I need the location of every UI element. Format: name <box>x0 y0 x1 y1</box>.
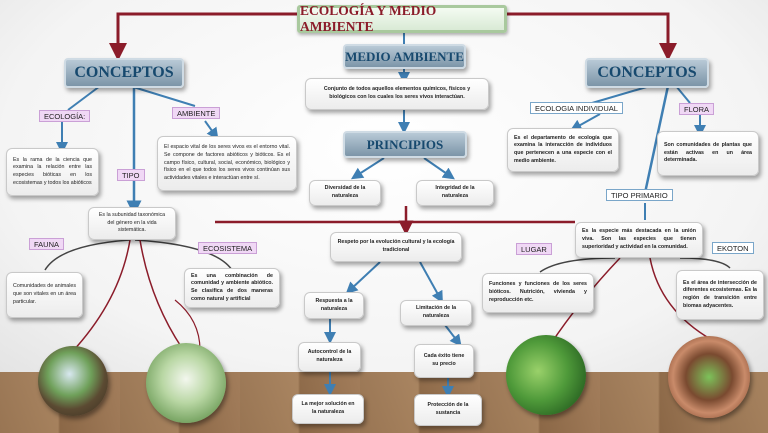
ecologia-definition: Es la rama de la ciencia que examina la … <box>6 148 99 196</box>
ambiente-tag: AMBIENTE <box>172 107 221 119</box>
forest-image <box>506 335 586 415</box>
principle-exito: Cada éxito tiene su precio <box>414 344 474 378</box>
right-concepts-heading: CONCEPTOS <box>585 58 709 88</box>
lugar-tag: LUGAR <box>516 243 552 255</box>
tipo-tag: TIPO <box>117 169 145 181</box>
flora-tag: FLORA <box>679 103 715 115</box>
medio-ambiente-definition: Conjunto de todos aquellos elementos quí… <box>305 78 489 110</box>
wooden-floor <box>0 372 768 433</box>
principle-diversidad: Diversidad de la naturaleza <box>309 180 381 206</box>
ambiente-definition: El espacio vital de los seres vivos es e… <box>157 136 297 191</box>
tipo-primario-tag: TIPO PRIMARIO <box>606 189 673 201</box>
ecologia-individual-tag: ECOLOGIA INDIVIDUAL <box>530 102 623 114</box>
principle-proteccion: Protección de la sustancia <box>414 394 482 426</box>
principle-mejor-solucion: La mejor solución en la naturaleza <box>292 394 364 424</box>
fauna-tag: FAUNA <box>29 238 65 250</box>
ecologia-tag: ECOLOGÍA: <box>39 110 91 122</box>
hands-soil-image <box>668 336 750 418</box>
left-concepts-heading: CONCEPTOS <box>64 58 184 88</box>
eco-globe-image <box>38 346 108 416</box>
ecosistema-definition: Es una combinación de comunidad y ambien… <box>184 268 280 308</box>
principle-integridad: Integridad de la naturaleza <box>416 180 494 206</box>
tipo-primario-definition: Es la especie más destacada en la unión … <box>575 222 703 258</box>
main-title: ECOLOGÍA Y MEDIO AMBIENTE <box>297 3 507 34</box>
medio-ambiente-heading: MEDIO AMBIENTE <box>343 44 466 69</box>
lugar-definition: Funciones y funciones de los seres bióti… <box>482 273 594 313</box>
ekoton-definition: Es el área de intersección de diferentes… <box>676 270 764 320</box>
principios-heading: PRINCIPIOS <box>343 131 467 158</box>
principle-autocontrol: Autocontrol de la naturaleza <box>298 342 361 372</box>
hands-plant-image <box>146 343 226 423</box>
fauna-definition: Comunidades de animales que son vitales … <box>6 272 83 318</box>
principle-respeto: Respeto por la evolución cultural y la e… <box>330 232 462 262</box>
ekoton-tag: EKOTON <box>712 242 754 254</box>
principle-respuesta: Respuesta a la naturaleza <box>304 292 364 319</box>
principle-limitacion: Limitación de la naturaleza <box>400 300 472 326</box>
tipo-definition: Es la subunidad taxonómica del género en… <box>88 207 176 240</box>
ecologia-individual-definition: Es el departamento de ecología que exami… <box>507 128 619 172</box>
ecosistema-tag: ECOSISTEMA <box>198 242 258 254</box>
flora-definition: Son comunidades de plantas que están act… <box>657 131 759 176</box>
